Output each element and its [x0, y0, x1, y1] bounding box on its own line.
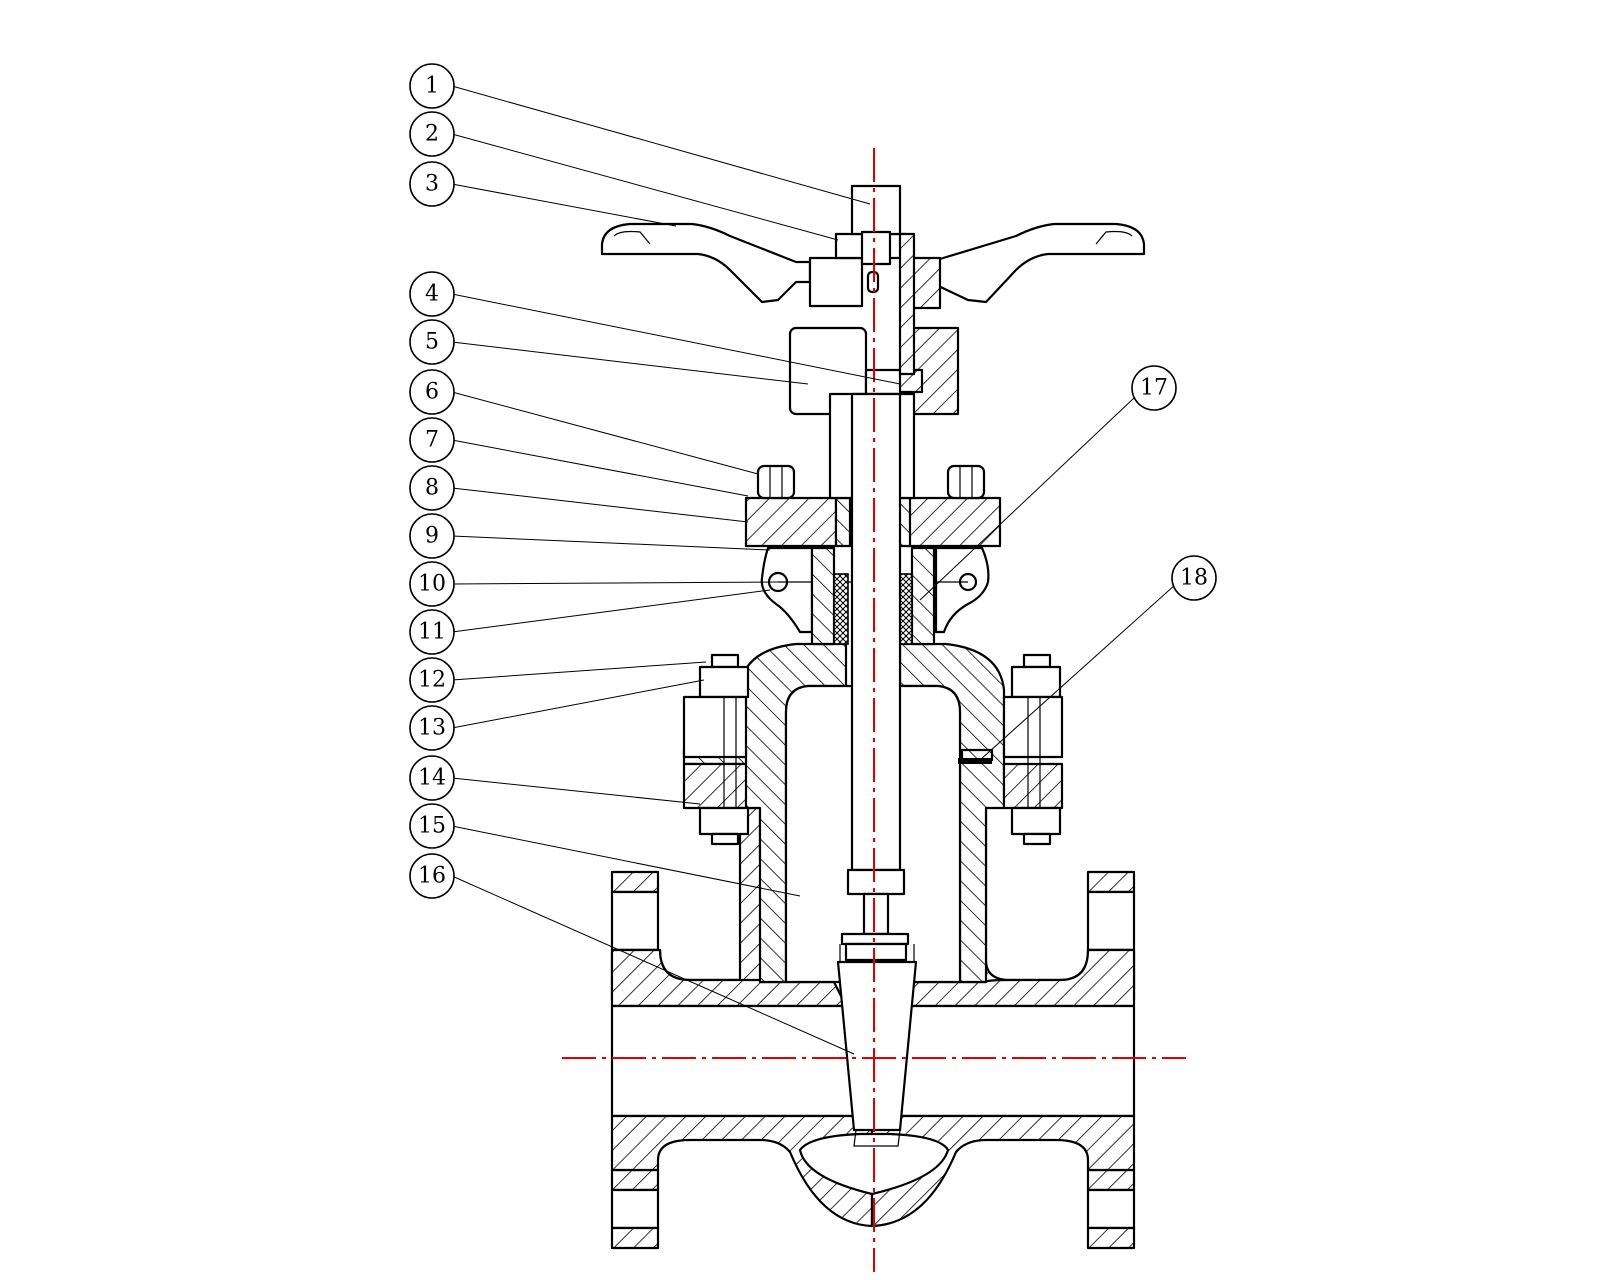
stem-hub-pass [860, 230, 892, 266]
left-flange-bolt-gap-top [610, 890, 660, 952]
right-flange-bolt-gap-bottom [1086, 1188, 1136, 1230]
callout-4: 4 [409, 271, 455, 317]
callout-7: 7 [409, 417, 455, 463]
svg-text:9: 9 [425, 524, 439, 549]
svg-text:7: 7 [425, 428, 439, 453]
svg-text:5: 5 [425, 330, 439, 355]
bonnet-bolts [682, 653, 1064, 846]
gland-nut-left [756, 464, 796, 500]
stem-collar [846, 868, 906, 896]
wedge-top-slot [844, 942, 908, 962]
bolt-right-stud-upper [1002, 695, 1064, 759]
callout-14: 14 [409, 755, 455, 801]
callout-13: 13 [409, 705, 455, 751]
svg-text:6: 6 [425, 380, 439, 405]
svg-text:16: 16 [418, 864, 446, 889]
svg-text:14: 14 [418, 766, 446, 791]
eyebolt-lug-right [934, 546, 990, 634]
svg-text:18: 18 [1180, 566, 1208, 591]
svg-text:8: 8 [425, 476, 439, 501]
gasket-18 [958, 758, 992, 764]
callout-18: 18 [1171, 555, 1217, 601]
eyebolt-lug-left [760, 546, 814, 634]
handwheel-hub [808, 256, 864, 308]
left-flange-lower-web [610, 1168, 660, 1192]
callout-10: 10 [409, 561, 455, 607]
left-flange-bottom-cap [610, 1226, 660, 1250]
gland-nut-right [946, 464, 986, 500]
svg-text:12: 12 [418, 668, 446, 693]
right-flange-bolt-gap-top [1086, 890, 1136, 952]
gland-flange-right [904, 496, 1002, 548]
callout-12: 12 [409, 657, 455, 703]
packing-left [833, 573, 849, 645]
bolt-right-nut-lower [1010, 806, 1062, 836]
callout-8: 8 [409, 465, 455, 511]
svg-text:2: 2 [425, 122, 439, 147]
bolt-left-stud-upper [682, 695, 748, 759]
stem-neck [862, 892, 890, 936]
stuffing-box-wall-right [910, 546, 936, 646]
left-flange-top-cap [610, 870, 660, 894]
svg-text:10: 10 [418, 572, 446, 597]
valve-body [610, 642, 1136, 1250]
svg-text:1: 1 [425, 74, 439, 99]
bolt-left-nut-upper [698, 665, 750, 699]
svg-text:17: 17 [1140, 376, 1168, 401]
right-flange-lower-web [1086, 1168, 1136, 1192]
body-bore-top-band [610, 948, 848, 1008]
callout-16: 16 [409, 853, 455, 899]
bolt-left-nut-top [710, 653, 740, 669]
svg-text:11: 11 [418, 620, 446, 645]
left-flange-bolt-gap-bottom [610, 1188, 660, 1230]
gland-bushing-left [834, 496, 852, 548]
callout-9: 9 [409, 513, 455, 559]
handwheel-left-spoke [600, 222, 812, 304]
right-flange-bottom-cap [1086, 1226, 1136, 1250]
callout-15: 15 [409, 803, 455, 849]
callouts: 1 2 3 4 5 6 7 8 9 10 11 12 13 14 15 16 1… [409, 63, 1217, 899]
bolt-left-nut-lower [698, 806, 750, 836]
callout-6: 6 [409, 369, 455, 415]
stem-threaded-top [850, 184, 902, 236]
callout-2: 2 [409, 111, 455, 157]
bolt-right-nut-top [1022, 653, 1052, 669]
callout-1: 1 [409, 63, 455, 109]
bolt-right-body-lug [1002, 762, 1064, 810]
bolt-left-nut-bottom [710, 832, 740, 846]
bolt-left-body-lug [682, 762, 748, 810]
stuffing-box-wall-left [810, 546, 836, 646]
callout-11: 11 [409, 609, 455, 655]
bolt-right-nut-bottom [1022, 832, 1052, 846]
stem-shaft [850, 392, 902, 872]
svg-text:3: 3 [425, 172, 439, 197]
right-flange-top-cap [1086, 870, 1136, 894]
svg-text:4: 4 [425, 282, 439, 307]
svg-text:15: 15 [418, 814, 446, 839]
handwheel-right-spoke [914, 222, 1146, 304]
stem-nut-taper [898, 232, 916, 376]
svg-text:13: 13 [418, 716, 446, 741]
bolt-right-nut-upper [1010, 665, 1062, 699]
callout-3: 3 [409, 161, 455, 207]
callout-5: 5 [409, 319, 455, 365]
callout-17: 17 [1131, 365, 1177, 411]
gland-flange-left [744, 496, 838, 548]
leader-lines [451, 85, 1177, 1055]
stem [840, 184, 916, 962]
